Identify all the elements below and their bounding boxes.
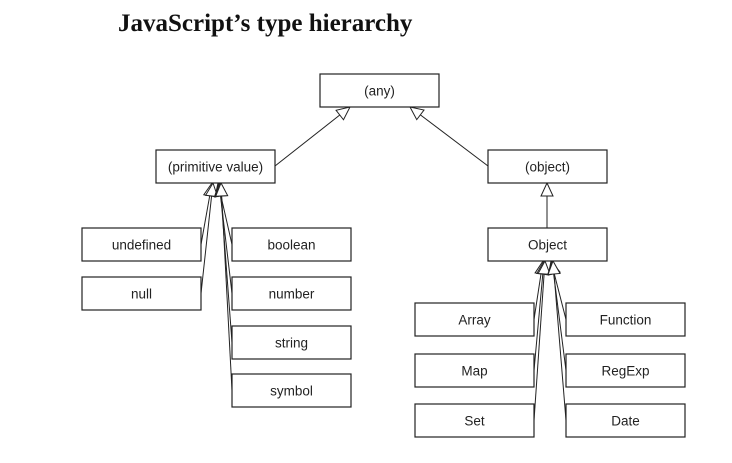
node-any: (any) — [319, 73, 440, 108]
node-primitive: (primitive value) — [155, 149, 276, 184]
node-map: Map — [414, 353, 535, 388]
node-label: Set — [464, 414, 485, 429]
edge-null-to-primitive — [200, 181, 219, 294]
node-number: number — [231, 276, 352, 311]
node-label: Function — [600, 313, 652, 328]
page-title: JavaScript’s type hierarchy — [118, 10, 413, 37]
node-array: Array — [414, 302, 535, 337]
node-label: Map — [461, 364, 487, 379]
node-label: undefined — [112, 238, 171, 253]
node-label: (any) — [364, 84, 395, 99]
node-label: RegExp — [601, 364, 649, 379]
node-date: Date — [565, 403, 686, 438]
node-label: Date — [611, 414, 640, 429]
node-null: null — [81, 276, 202, 311]
edge-primitive-to-any — [274, 106, 351, 167]
node-label: Array — [458, 313, 491, 328]
node-set: Set — [414, 403, 535, 438]
node-label: number — [269, 287, 315, 302]
edge-Date-to-Object — [547, 259, 567, 421]
node-symbol: symbol — [231, 373, 352, 408]
node-label: (object) — [525, 160, 570, 175]
node-label: (primitive value) — [168, 160, 263, 175]
edges — [200, 106, 567, 421]
node-regexp: RegExp — [565, 353, 686, 388]
node-label: symbol — [270, 384, 313, 399]
edge-Set-to-Object — [533, 259, 551, 421]
node-object-abstract: (object) — [487, 149, 608, 184]
node-label: Object — [528, 238, 567, 253]
edge-object_abstract-to-any — [409, 106, 489, 167]
node-undefined: undefined — [81, 227, 202, 262]
edge-number-to-primitive — [213, 181, 233, 294]
node-label: string — [275, 336, 308, 351]
node-label: null — [131, 287, 152, 302]
edge-RegExp-to-Object — [546, 259, 567, 371]
node-function: Function — [565, 302, 686, 337]
node-object: Object — [487, 227, 608, 262]
edge-Object-to-object_abstract — [540, 181, 554, 228]
node-label: boolean — [267, 238, 315, 253]
node-string: string — [231, 325, 352, 360]
node-boolean: boolean — [231, 227, 352, 262]
edge-symbol-to-primitive — [214, 181, 233, 391]
nodes: (any) (primitive value) (object) undefined n… — [81, 73, 686, 438]
